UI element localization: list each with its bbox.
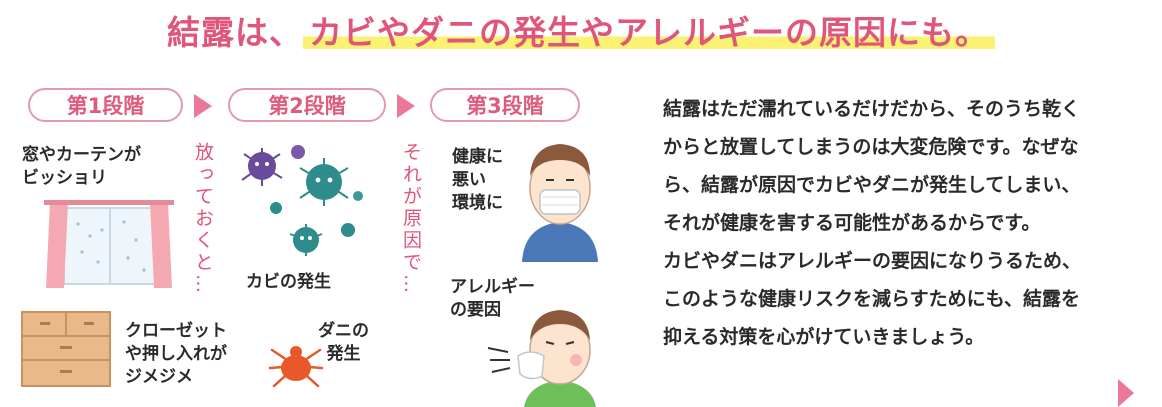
connector-text-2: それが原因で… [400, 142, 422, 296]
closet-caption-line-2: や押し入れが [125, 344, 227, 364]
masked-person-illustration [522, 144, 598, 262]
paragraph-line: それが健康を害する可能性があるからです。 [663, 212, 1041, 234]
stage-1-label: 第1段階 [28, 88, 183, 122]
closet-illustration [21, 311, 111, 387]
paragraph-line: 結露はただ濡れているだけだから、そのうち乾く [663, 98, 1081, 120]
mite-caption: ダニの 発生 [318, 320, 369, 366]
health-caption-line-2: 悪い [452, 170, 486, 190]
stage-3-label: 第3段階 [430, 88, 580, 122]
paragraph-line: このような健康リスクを減らすためにも、結露を [663, 288, 1081, 310]
allergy-caption: アレルギー の要因 [450, 276, 535, 322]
paragraph-line: ら、結露が原因でカビやダニが発生してしまい、 [663, 174, 1081, 196]
title-highlight: カビやダニの発生やアレルギーの原因にも。 [303, 13, 995, 52]
allergy-caption-line-1: アレルギー [450, 277, 535, 297]
health-caption-line-3: 環境に [452, 193, 503, 213]
health-caption: 健康に 悪い 環境に [452, 146, 503, 215]
window-caption-line-1: 窓やカーテンが [22, 145, 141, 165]
mold-illustration [241, 145, 363, 256]
health-caption-line-1: 健康に [452, 147, 503, 167]
window-caption-line-2: ビッショリ [22, 168, 107, 188]
window-curtain-illustration [44, 200, 174, 288]
stage-2-label: 第2段階 [228, 88, 386, 122]
stage-arrow-2 [397, 94, 415, 118]
sneezing-person-illustration [487, 310, 596, 407]
paragraph-line: カビやダニはアレルギーの要因になりうるため、 [663, 250, 1082, 272]
closet-caption-line-3: ジメジメ [125, 367, 193, 387]
next-page-arrow-icon [1118, 379, 1134, 407]
window-caption: 窓やカーテンが ビッショリ [22, 144, 141, 190]
mold-caption: カビの発生 [246, 272, 331, 292]
title-prefix: 結露は、 [167, 13, 303, 52]
stage-arrow-1 [194, 94, 212, 118]
paragraph-line: 抑える対策を心がけていきましょう。 [663, 326, 985, 348]
mite-caption-line-2: 発生 [326, 344, 361, 364]
mite-caption-line-1: ダニの [318, 321, 369, 341]
page-title: 結露は、カビやダニの発生やアレルギーの原因にも。 [0, 6, 1162, 54]
connector-text-1: 放っておくと… [192, 142, 214, 296]
closet-caption-line-1: クローゼット [125, 321, 227, 341]
closet-caption: クローゼット や押し入れが ジメジメ [125, 320, 227, 389]
mite-illustration [268, 346, 324, 388]
paragraph-line: からと放置してしまうのは大変危険です。なぜな [663, 136, 1079, 158]
explanation-paragraph: 結露はただ濡れているだけだから、そのうち乾く からと放置してしまうのは大変危険で… [663, 90, 1143, 356]
allergy-caption-line-2: の要因 [450, 300, 501, 320]
